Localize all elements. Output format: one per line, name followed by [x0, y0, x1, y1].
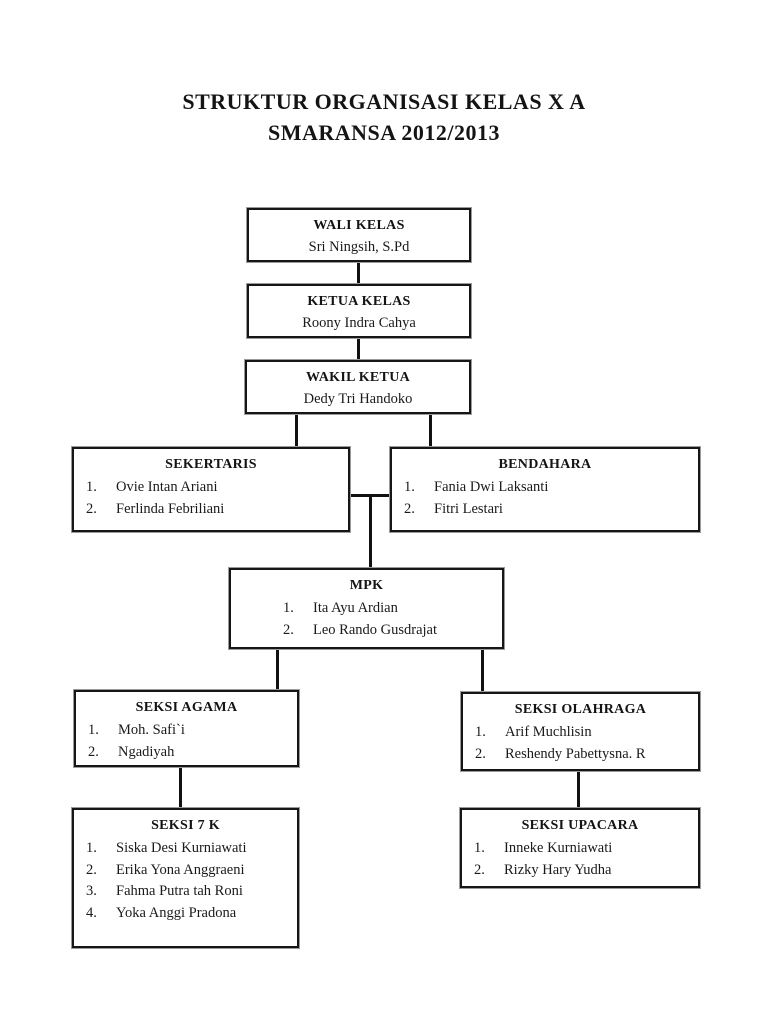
member-number: 1.	[474, 840, 485, 856]
member-number: 2.	[475, 745, 486, 762]
member-name: Fahma Putra tah Roni	[116, 883, 243, 899]
member-number: 1.	[475, 724, 486, 740]
connector-wakil-sekertaris	[295, 414, 298, 447]
connector-mpk-olahraga	[481, 649, 484, 692]
member-row: 2. Erika Yona Anggraeni	[86, 860, 293, 882]
box-title: BENDAHARA	[498, 457, 592, 472]
box-title: MPK	[349, 578, 384, 593]
member-row: 1. Inneke Kurniawati	[474, 838, 694, 860]
member-list: 1. Ita Ayu Ardian 2. Leo Rando Gusdrajat	[231, 595, 502, 641]
org-box-seksi-upacara: SEKSI UPACARA 1. Inneke Kurniawati 2. Rizky…	[460, 808, 700, 888]
member-number: 2.	[404, 500, 415, 517]
member-row: 2. Fitri Lestari	[404, 499, 694, 521]
member-name: Fitri Lestari	[434, 500, 503, 517]
member-name: Inneke Kurniawati	[504, 840, 613, 856]
member-name: Erika Yona Anggraeni	[116, 861, 245, 878]
box-title: SEKSI AGAMA	[135, 700, 238, 715]
member-row: 1. Fania Dwi Laksanti	[404, 477, 694, 499]
member-name: Ferlinda Febriliani	[116, 500, 225, 517]
box-title: SEKSI OLAHRAGA	[514, 702, 647, 717]
box-title: SEKERTARIS	[165, 457, 257, 472]
member-name: Reshendy Pabettysna. R	[505, 745, 646, 762]
member-number: 2.	[86, 500, 97, 517]
member-row: 1. Ita Ayu Ardian	[283, 598, 498, 620]
member-row: 2. Reshendy Pabettysna. R	[475, 744, 694, 766]
org-box-bendahara: BENDAHARA 1. Fania Dwi Laksanti 2. Fitri Le…	[390, 447, 700, 532]
org-box-ketua-kelas: KETUA KELAS Roony Indra Cahya	[247, 284, 471, 338]
org-box-wakil-ketua: WAKIL KETUA Dedy Tri Handoko	[245, 360, 471, 414]
member-row: 4. Yoka Anggi Pradona	[86, 903, 293, 925]
member-number: 4.	[86, 904, 97, 921]
member-name: Arif Muchlisin	[505, 724, 592, 740]
member-number: 2.	[283, 621, 294, 638]
member-name: Ovie Intan Ariani	[116, 479, 218, 495]
member-name: Yoka Anggi Pradona	[116, 904, 237, 921]
member-name: Ita Ayu Ardian	[313, 600, 398, 616]
member-number: 2.	[474, 861, 485, 878]
page-title-line1: STRUKTUR ORGANISASI KELAS X A	[182, 89, 586, 114]
org-box-wali-kelas: WALI KELAS Sri Ningsih, S.Pd	[247, 208, 471, 262]
member-row: 2. Ngadiyah	[88, 742, 293, 764]
member-number: 1.	[88, 722, 99, 738]
member-list: 1. Siska Desi Kurniawati 2. Erika Yona Angg…	[74, 835, 297, 924]
member-name: Ngadiyah	[118, 743, 175, 760]
box-member-name: Roony Indra Cahya	[302, 315, 416, 331]
box-title: WALI KELAS	[313, 218, 405, 233]
org-box-mpk: MPK 1. Ita Ayu Ardian 2. Leo Rando Gusdraja…	[229, 568, 504, 649]
box-member-name: Dedy Tri Handoko	[303, 391, 413, 407]
connector-mpk-agama	[276, 649, 279, 690]
member-number: 1.	[86, 479, 97, 495]
member-row: 1. Ovie Intan Ariani	[86, 477, 344, 499]
box-title: WAKIL KETUA	[305, 370, 411, 385]
connector-bridge-mpk	[369, 494, 372, 568]
member-list: 1. Arif Muchlisin 2. Reshendy Pabettysna. R	[463, 719, 698, 765]
org-box-seksi-7k: SEKSI 7 K 1. Siska Desi Kurniawati 2. Erika…	[72, 808, 299, 948]
member-number: 1.	[283, 600, 294, 616]
member-name: Leo Rando Gusdrajat	[313, 621, 438, 638]
member-number: 1.	[404, 479, 415, 495]
member-name: Fania Dwi Laksanti	[434, 479, 549, 495]
connector-wakil-bendahara	[429, 414, 432, 447]
member-row: 2. Leo Rando Gusdrajat	[283, 620, 498, 642]
box-member-name: Sri Ningsih, S.Pd	[308, 239, 410, 255]
member-row: 3. Fahma Putra tah Roni	[86, 881, 293, 903]
member-list: 1. Fania Dwi Laksanti 2. Fitri Lestari	[392, 474, 698, 520]
org-box-seksi-olahraga: SEKSI OLAHRAGA 1. Arif Muchlisin 2. Reshend…	[461, 692, 700, 771]
page-title-line2: SMARANSA 2012/2013	[267, 120, 501, 145]
member-name: Moh. Safi`i	[118, 722, 185, 738]
org-box-sekertaris: SEKERTARIS 1. Ovie Intan Ariani 2. Ferlinda…	[72, 447, 350, 532]
org-box-seksi-agama: SEKSI AGAMA 1. Moh. Safi`i 2. Ngadiyah	[74, 690, 299, 767]
member-list: 1. Moh. Safi`i 2. Ngadiyah	[76, 717, 297, 763]
member-name: Rizky Hary Yudha	[504, 861, 612, 878]
connector-wali-ketua	[357, 262, 360, 284]
connector-ketua-wakil	[357, 338, 360, 360]
page-title: STRUKTUR ORGANISASI KELAS X A SMARANSA 2…	[0, 86, 768, 148]
box-title: KETUA KELAS	[307, 294, 411, 309]
member-number: 1.	[86, 840, 97, 856]
member-name: Siska Desi Kurniawati	[116, 840, 247, 856]
box-title: SEKSI UPACARA	[521, 818, 639, 833]
connector-agama-seksi7k	[179, 767, 182, 808]
member-number: 3.	[86, 883, 97, 899]
box-title: SEKSI 7 K	[151, 818, 220, 833]
member-number: 2.	[86, 861, 97, 878]
member-row: 1. Siska Desi Kurniawati	[86, 838, 293, 860]
member-row: 2. Rizky Hary Yudha	[474, 860, 694, 882]
member-list: 1. Ovie Intan Ariani 2. Ferlinda Febriliani	[74, 474, 348, 520]
member-number: 2.	[88, 743, 99, 760]
connector-olahraga-upacara	[577, 771, 580, 808]
member-list: 1. Inneke Kurniawati 2. Rizky Hary Yudha	[462, 835, 698, 881]
member-row: 2. Ferlinda Febriliani	[86, 499, 344, 521]
member-row: 1. Moh. Safi`i	[88, 720, 293, 742]
member-row: 1. Arif Muchlisin	[475, 722, 694, 744]
